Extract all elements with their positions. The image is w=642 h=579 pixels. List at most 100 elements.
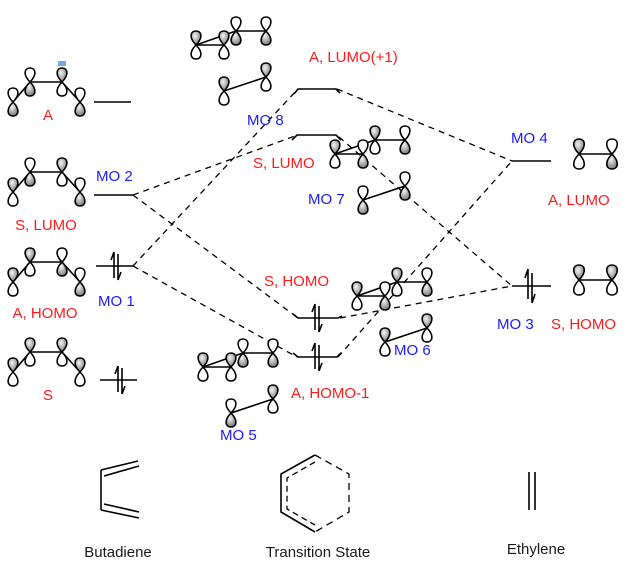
unshaded-lobe — [24, 260, 36, 277]
label-ts-S-LUMO: S, LUMO — [253, 155, 315, 172]
unshaded-lobe — [190, 43, 202, 60]
p-orbital — [260, 16, 272, 46]
bond — [334, 139, 376, 155]
shaded-lobe — [197, 352, 209, 369]
correlation-mo4-mo8 — [336, 88, 513, 162]
selection-highlight — [58, 61, 66, 66]
p-orbital — [56, 337, 68, 367]
p-orbital — [572, 138, 586, 170]
shaded-lobe — [74, 100, 86, 117]
bond — [195, 30, 237, 46]
p-orbital — [56, 157, 68, 187]
shaded-lobe — [56, 157, 68, 174]
p-orbital — [237, 338, 249, 368]
shaded-lobe — [260, 29, 272, 46]
p-orbital — [190, 30, 202, 60]
unshaded-lobe — [391, 280, 403, 297]
unshaded-lobe — [260, 75, 272, 92]
caption-transition-state: Transition State — [266, 544, 371, 561]
unshaded-lobe — [399, 125, 411, 142]
unshaded-lobe — [74, 370, 86, 387]
level-ts-MO7 — [291, 134, 342, 141]
label-bd-S-LUMO: S, LUMO — [15, 217, 77, 234]
unshaded-lobe — [218, 89, 230, 106]
shaded-lobe — [267, 384, 279, 401]
p-orbital — [267, 384, 279, 414]
shaded-lobe — [351, 281, 363, 298]
unshaded-lobe — [351, 294, 363, 311]
labels: A MO 2 S, LUMO MO 1 A, HOMO S A, LUMO(+1… — [12, 49, 616, 444]
caption-ethylene: Ethylene — [507, 541, 565, 558]
p-orbital — [605, 138, 619, 170]
p-orbital — [7, 357, 19, 387]
unshaded-lobe — [7, 87, 19, 104]
unshaded-lobe — [24, 350, 36, 367]
orbital-pictures — [7, 16, 619, 428]
shaded-lobe — [421, 313, 433, 330]
label-ts-S-HOMO: S, HOMO — [264, 273, 329, 290]
butadiene-orbital-bd-MO2 — [7, 157, 86, 207]
shaded-lobe — [74, 280, 86, 297]
p-orbital — [74, 357, 86, 387]
p-orbital — [605, 264, 619, 296]
correlation-lines — [132, 88, 513, 358]
shaded-lobe — [267, 351, 279, 368]
unshaded-lobe — [225, 398, 237, 415]
ts-orbital-MO6 — [351, 267, 433, 357]
shaded-lobe — [399, 184, 411, 201]
bond — [100, 460, 139, 471]
ts-orbital-MO8 — [190, 16, 272, 106]
shaded-lobe — [74, 190, 86, 207]
unshaded-lobe — [74, 267, 86, 284]
shaded-lobe — [24, 337, 36, 354]
bond — [223, 76, 267, 92]
unshaded-lobe — [24, 157, 36, 174]
unshaded-lobe — [225, 365, 237, 382]
p-orbital — [399, 171, 411, 201]
p-orbital — [230, 16, 242, 46]
shaded-lobe — [24, 80, 36, 97]
ts-orbital-MO7 — [329, 125, 411, 215]
shaded-lobe — [369, 125, 381, 142]
butadiene-structure — [100, 460, 140, 519]
shaded-lobe — [260, 62, 272, 79]
butadiene-orbital-bd-MO1 — [7, 247, 86, 297]
label-ts-MO6: MO 6 — [394, 342, 431, 359]
p-orbital — [225, 398, 237, 428]
unshaded-lobe — [605, 278, 619, 296]
unshaded-lobe — [357, 185, 369, 202]
spin-down-arrow-icon — [121, 368, 126, 395]
shaded-lobe — [230, 29, 242, 46]
electron-pair-et-MO3 — [524, 268, 536, 304]
shaded-lobe — [74, 357, 86, 374]
label-bd-A-HOMO: A, HOMO — [12, 305, 77, 322]
label-ts-MO8: MO 8 — [247, 112, 284, 129]
label-ts-MO7: MO 7 — [308, 191, 345, 208]
carbon-skeleton — [12, 261, 81, 283]
spin-up-arrow-icon — [524, 268, 529, 299]
shaded-lobe — [329, 139, 341, 156]
shaded-lobe — [225, 411, 237, 428]
p-orbital — [218, 30, 230, 60]
label-ts-A-HOMO1: A, HOMO-1 — [291, 385, 369, 402]
unshaded-lobe — [572, 278, 586, 296]
shaded-lobe — [357, 152, 369, 169]
shaded-lobe — [357, 198, 369, 215]
unshaded-lobe — [24, 67, 36, 84]
shaded-lobe — [24, 170, 36, 187]
label-bd-A: A — [43, 107, 53, 124]
correlation-mo2-mo7 — [132, 135, 296, 196]
p-orbital — [56, 67, 68, 97]
p-orbital — [379, 281, 391, 311]
unshaded-lobe — [421, 267, 433, 284]
p-orbital — [24, 157, 36, 187]
label-bd-S: S — [43, 387, 53, 404]
p-orbital — [74, 177, 86, 207]
carbon-skeleton — [12, 81, 81, 103]
shaded-lobe — [379, 294, 391, 311]
shaded-lobe — [7, 177, 19, 194]
p-orbital — [329, 139, 341, 169]
p-orbital — [24, 67, 36, 97]
unshaded-lobe — [7, 190, 19, 207]
